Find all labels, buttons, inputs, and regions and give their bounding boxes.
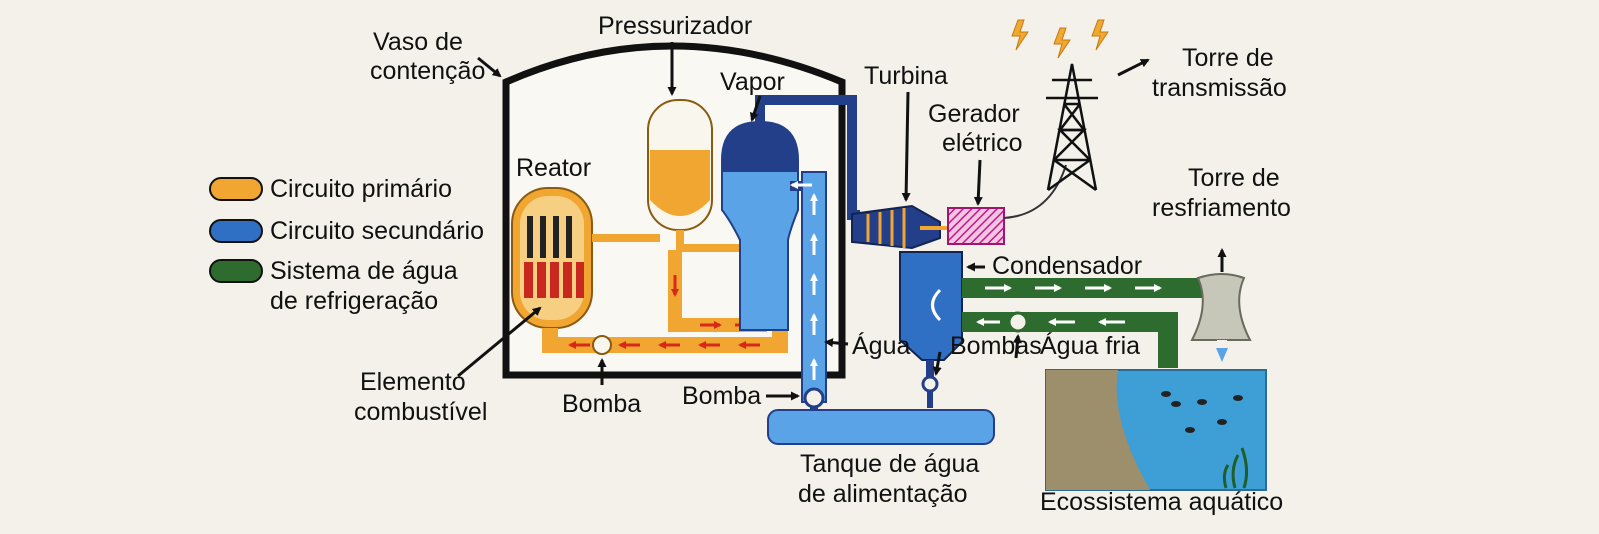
pointer-arrows [457,42,1150,401]
legend-label: Sistema de água [270,257,458,285]
label-torre-resfriamento-line2: resfriamento [1152,194,1291,222]
label-bomba-left: Bomba [562,390,641,418]
legend-label: Circuito secundário [270,217,484,245]
electric-generator [947,207,1005,245]
label-torre-transmissao-line1: Torre de [1182,44,1274,72]
legend-swatch [209,259,263,283]
cooling-circuit [931,248,1252,368]
cooling-pump [1007,311,1029,333]
label-agua: Água [852,331,910,360]
label-torre-resfriamento-line1: Torre de [1188,164,1280,192]
label-reator: Reator [516,154,591,182]
label-vaso-line1: Vaso de [373,28,463,56]
label-vapor: Vapor [720,68,785,96]
label-elemento-line2: combustível [354,398,487,426]
label-torre-transmissao-line2: transmissão [1152,74,1287,102]
label-ecossistema: Ecossistema aquático [1040,488,1283,516]
label-gerador-line2: elétrico [942,129,1023,157]
label-tanque-line1: Tanque de água [800,450,979,478]
primary-pump [592,335,612,355]
label-gerador-line1: Gerador [928,100,1020,128]
secondary-pump [921,375,939,393]
cooling-tower [1190,273,1252,341]
secondary-flow-arrows [790,181,818,380]
label-bombas: Bombas [950,332,1042,360]
feed-water-tank [767,409,995,445]
turbine [851,204,941,250]
label-bomba-mid: Bomba [682,382,761,410]
legend-swatch [209,219,263,243]
label-pressurizador: Pressurizador [598,12,752,40]
control-rods [527,216,572,258]
legend-swatch [209,177,263,201]
label-vaso-line2: contenção [370,57,485,85]
label-elemento-line1: Elemento [360,368,466,396]
label-condensador: Condensador [992,252,1142,280]
lightning-icons [1011,19,1109,59]
label-agua-fria: Água fria [1040,331,1140,360]
legend-label: Circuito primário [270,175,452,203]
transmission-tower [1046,63,1098,192]
legend-label: de refrigeração [270,287,438,315]
feed-pump [803,387,825,409]
aquatic-ecosystem [1045,369,1267,491]
label-tanque-line2: de alimentação [798,480,968,508]
label-turbina: Turbina [864,62,948,90]
fuel-elements [524,262,584,298]
